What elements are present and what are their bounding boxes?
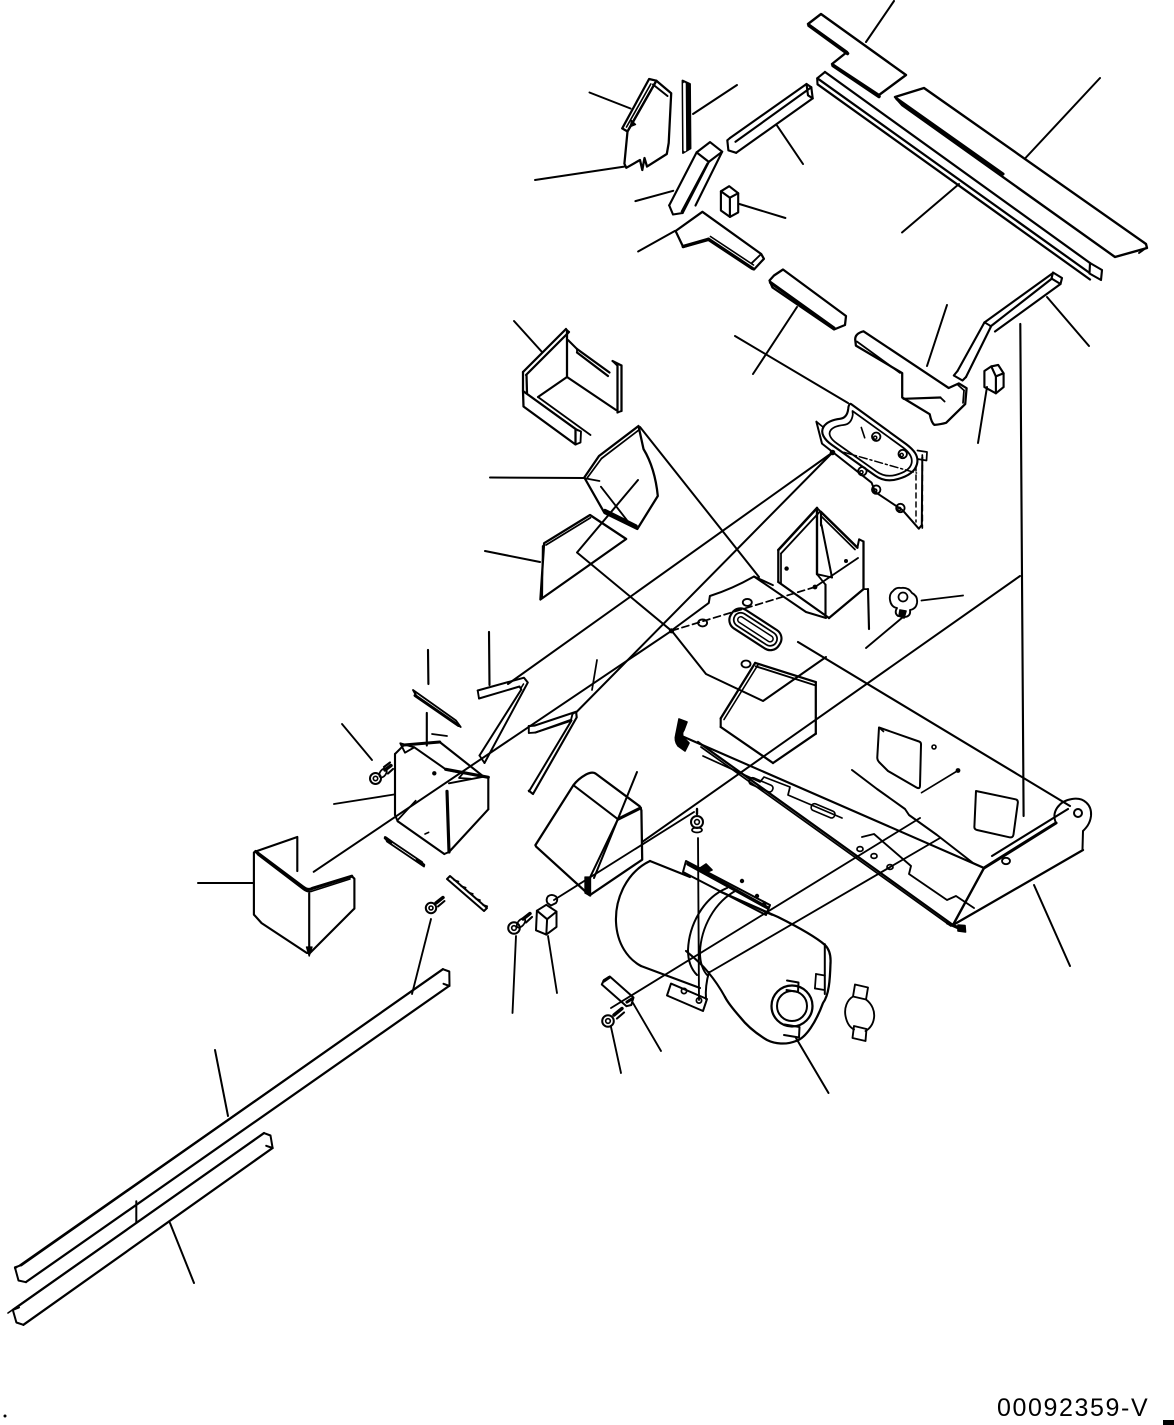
svg-text:00092359-V: 00092359-V — [997, 1394, 1149, 1422]
